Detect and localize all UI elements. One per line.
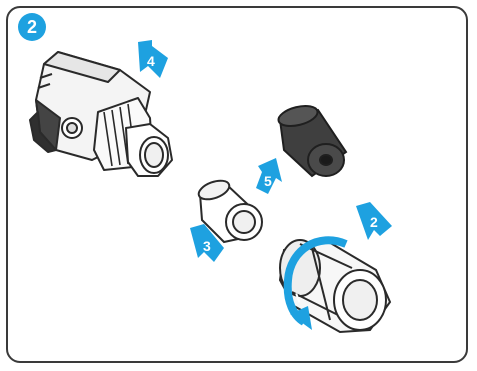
label-5: 5 [264, 173, 272, 189]
arrow-4: 4 [138, 40, 168, 78]
arrow-5: 5 [256, 158, 282, 194]
valve-body-part [30, 52, 172, 176]
label-2: 2 [370, 214, 378, 230]
label-3: 3 [203, 238, 211, 254]
arrow-2: 2 [356, 202, 392, 240]
filter-cartridge-part [276, 102, 346, 176]
label-4: 4 [147, 53, 155, 69]
